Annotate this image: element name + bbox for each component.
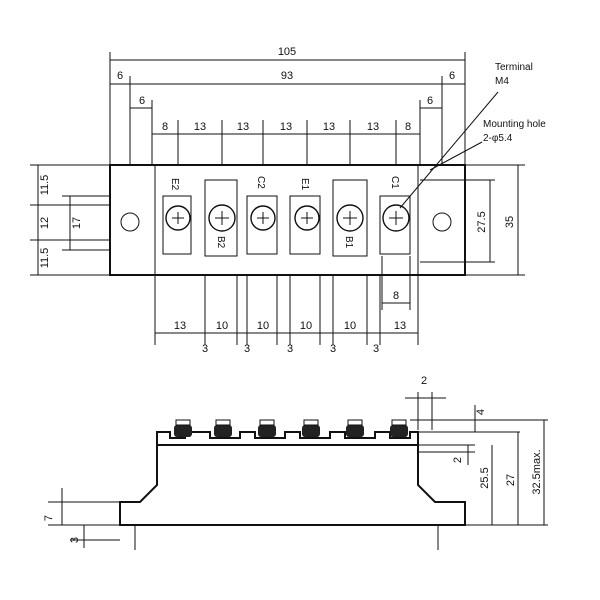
top-dimensions: 105 93 6 6 6 6 8 13 13 13 13 13 8 (109, 46, 466, 165)
screw (346, 419, 364, 437)
screw (302, 419, 320, 437)
dim-pitch: 13 (367, 121, 379, 133)
side-dimensions: 2 4 2 25.5 27 32.5max. 7 3 (43, 375, 548, 550)
terminal-b2 (204, 179, 238, 257)
terminal-c2 (246, 195, 278, 255)
dim-bottom-gap: 3 (244, 343, 250, 355)
dim-left-inner: 17 (71, 217, 83, 229)
dim-pitch: 13 (323, 121, 335, 133)
dim-overall-width: 105 (278, 46, 296, 58)
top-view: E2 C2 E1 C1 B2 B1 105 93 6 6 6 6 8 13 (30, 46, 546, 355)
left-dimensions: 11.5 12 11.5 17 (30, 164, 110, 276)
dim-pitch: 13 (280, 121, 292, 133)
callout-terminal: Terminal (495, 62, 533, 73)
dim-bottom-gap: 3 (287, 343, 293, 355)
dim-bottom-gap: 3 (373, 343, 379, 355)
dim-pitch: 8 (162, 121, 168, 133)
dim-pitch: 13 (194, 121, 206, 133)
dim-max-height: 32.5max. (531, 449, 543, 494)
dim-bottom-pitch: 13 (174, 320, 186, 332)
bottom-dimensions: 13 10 10 10 10 13 3 3 3 3 3 8 (154, 256, 419, 355)
label-e1: E1 (299, 178, 310, 191)
dim-inner-width: 93 (281, 70, 293, 82)
dim-side-gap: 2 (421, 375, 427, 387)
dim-right-inset: 6 (427, 95, 433, 107)
label-b2: B2 (215, 236, 226, 249)
terminal-e1 (289, 195, 321, 255)
callout-mounting-size: 2-φ5.4 (483, 133, 513, 144)
side-comb-top (156, 431, 419, 445)
dim-bottom-pitch: 10 (257, 320, 269, 332)
dim-screw-height: 4 (475, 409, 487, 415)
dim-bottom-gap: 3 (330, 343, 336, 355)
side-view: 2 4 2 25.5 27 32.5max. 7 3 (43, 375, 548, 550)
dim-terminal-width: 8 (393, 290, 399, 302)
terminal-b1 (332, 179, 368, 257)
dim-pitch: 13 (237, 121, 249, 133)
terminal-e2 (162, 195, 192, 255)
label-e2: E2 (169, 178, 180, 191)
dim-bottom-pitch: 13 (394, 320, 406, 332)
right-dimensions: 27.5 35 (420, 164, 525, 276)
dim-bottom-pitch: 10 (300, 320, 312, 332)
dim-total-height: 27 (505, 474, 517, 486)
screw (390, 419, 408, 437)
mounting-hole-right (432, 212, 452, 232)
screw (214, 419, 232, 437)
housing-outline (154, 164, 419, 276)
dim-right-total: 35 (504, 216, 516, 228)
dim-left-inset: 6 (139, 95, 145, 107)
label-c1: C1 (389, 176, 400, 189)
callout-mounting: Mounting hole (483, 119, 546, 130)
screw (258, 419, 276, 437)
callout-terminal-size: M4 (495, 76, 509, 87)
dim-left-mid: 12 (39, 217, 51, 229)
dim-step: 2 (452, 457, 464, 463)
callouts: Terminal M4 Mounting hole 2-φ5.4 (399, 62, 546, 209)
dim-bottom-gap: 3 (202, 343, 208, 355)
dim-pitch: 8 (405, 121, 411, 133)
dim-left-top: 11.5 (39, 175, 51, 196)
side-screws (174, 419, 408, 437)
terminal-c1 (379, 195, 411, 255)
dim-left-end: 6 (117, 70, 123, 82)
dim-right-end: 6 (449, 70, 455, 82)
dim-flange: 7 (43, 515, 55, 521)
label-c2: C2 (255, 176, 266, 189)
side-body-outline (119, 444, 466, 526)
dim-base: 3 (69, 537, 81, 543)
screw (174, 419, 192, 437)
mounting-hole-left (120, 212, 140, 232)
dim-body-height: 25.5 (479, 467, 491, 488)
dim-bottom-pitch: 10 (344, 320, 356, 332)
dim-left-bottom: 11.5 (39, 248, 51, 269)
dim-bottom-pitch: 10 (216, 320, 228, 332)
dim-right-inner: 27.5 (476, 211, 488, 232)
label-b1: B1 (343, 236, 354, 249)
